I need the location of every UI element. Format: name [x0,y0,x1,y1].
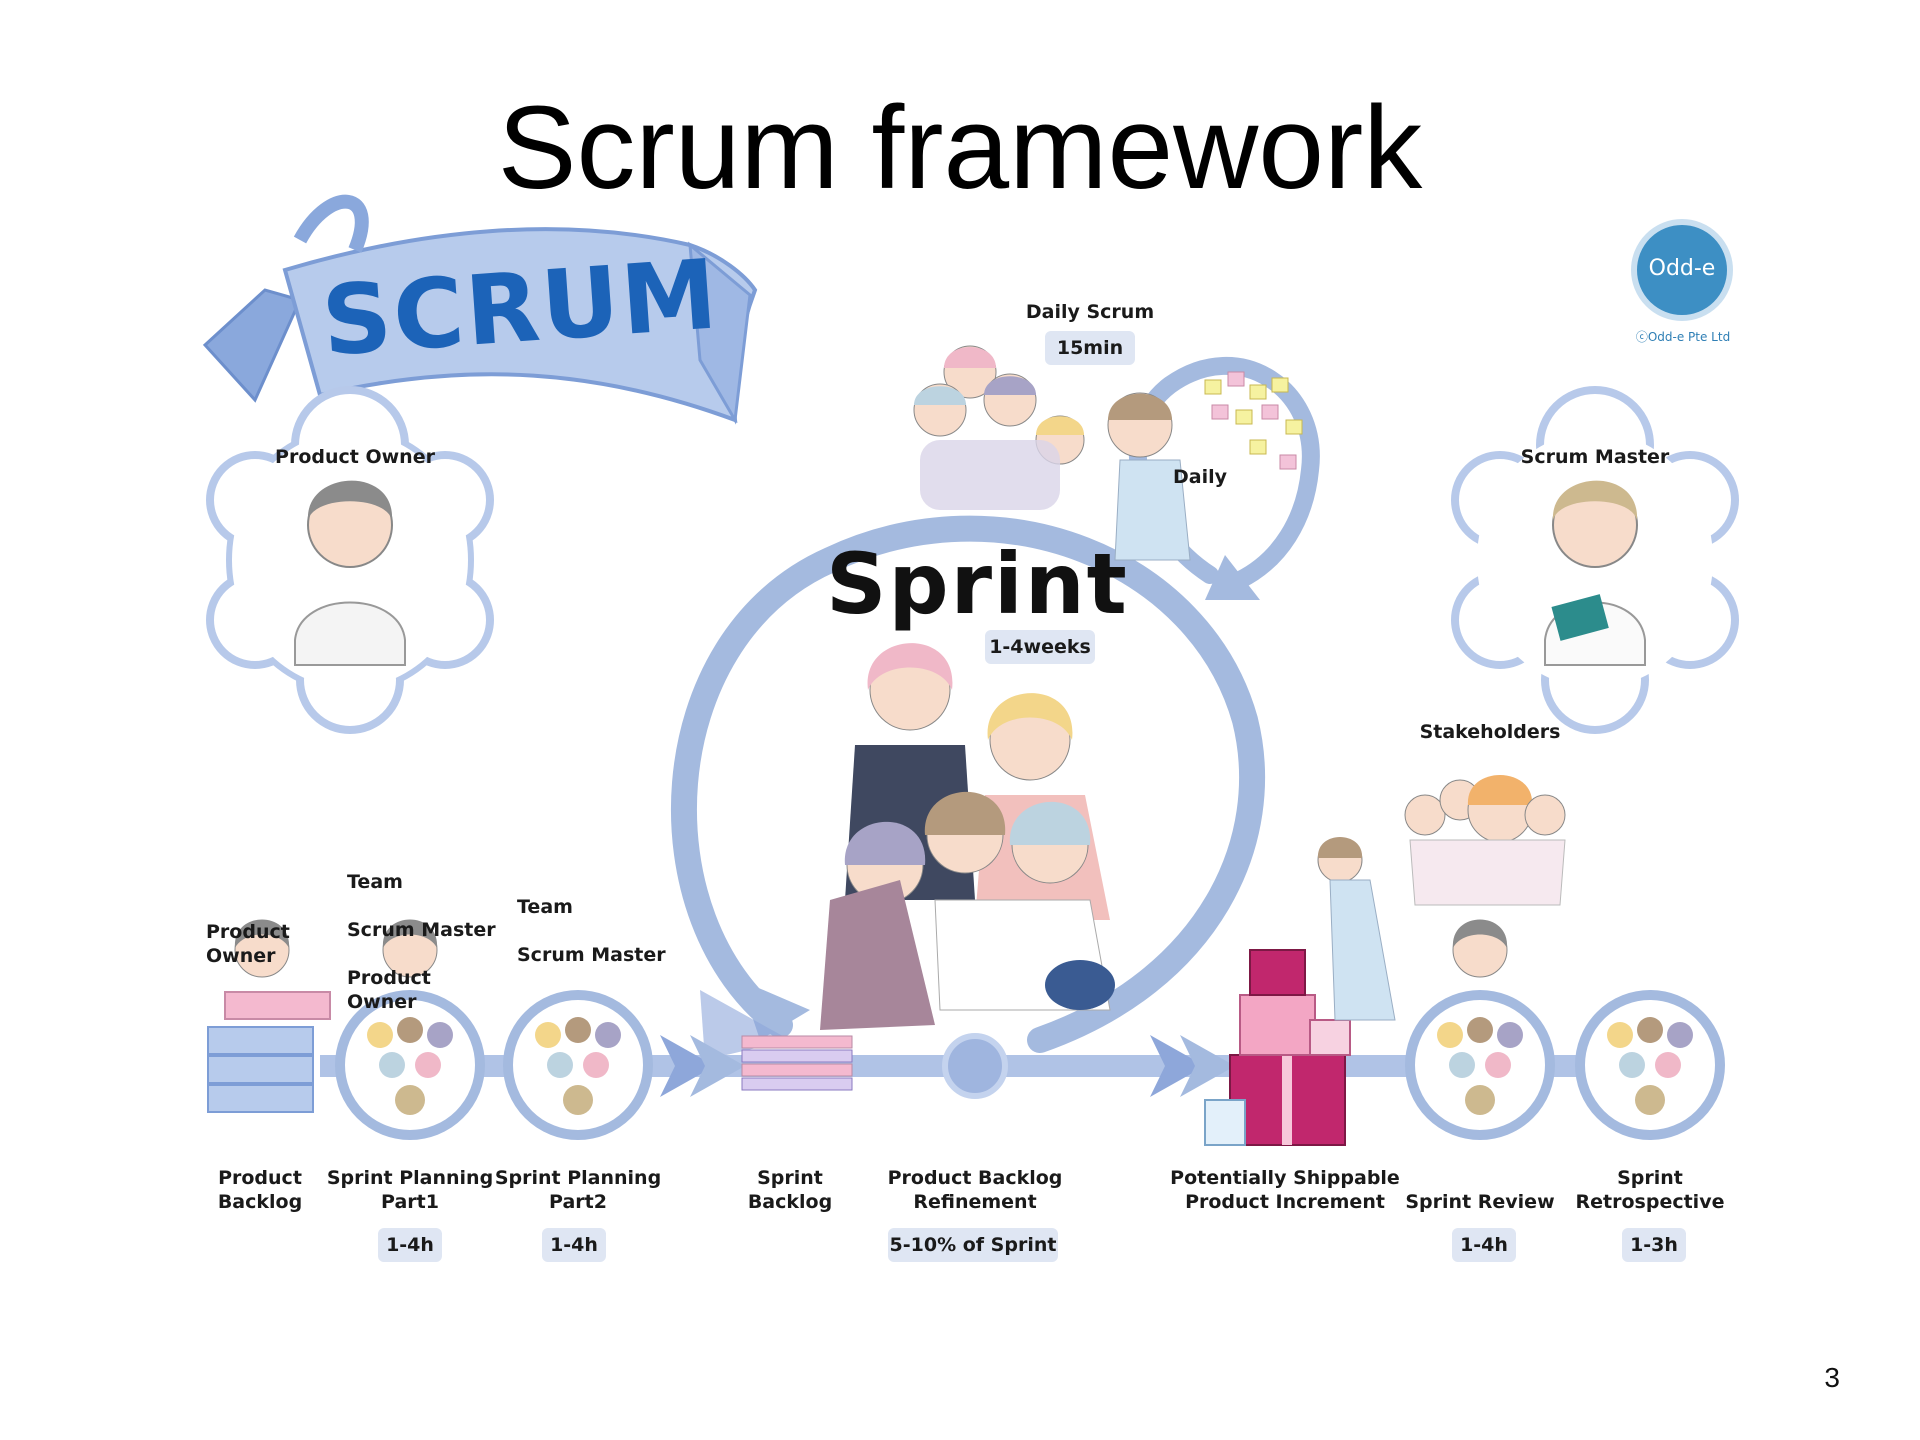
attendee: Product Owner [206,921,290,967]
stage-sprint-backlog: Sprint Backlog [747,1167,833,1213]
sprint-planning-1-attendees: Team Scrum Master Product Owner [347,846,497,1038]
stakeholders-label: Stakeholders [1419,721,1561,743]
attendee: Scrum Master [517,944,666,966]
flow-line [320,1033,1690,1099]
scrum-banner-ribbon [202,194,758,425]
odd-e-logo-icon [1631,219,1733,321]
product-backlog-stack [207,919,331,1113]
scrum-master-cloud [1451,386,1739,734]
product-increment-gifts [1204,837,1396,1146]
page-title: Scrum framework [497,82,1423,214]
duration-sprint-review: 1-4h [1452,1228,1516,1262]
stage-product-increment: Potentially Shippable Product Increment [1170,1167,1400,1213]
stakeholders-group [1404,775,1566,906]
stage-sprint-planning-1: Sprint Planning Part1 [326,1167,494,1213]
stage-product-backlog: Product Backlog [217,1167,303,1213]
duration-sprint-planning-1: 1-4h [378,1228,442,1262]
event-faces [367,919,1693,1115]
page-number: 3 [1824,1362,1840,1393]
sprint-backlog-stack [741,1035,853,1091]
product-owner-cloud [206,386,494,734]
task-board-notes [1204,371,1303,470]
copyright-icon: ⓒ [1635,330,1648,344]
stage-backlog-refinement: Product Backlog Refinement [887,1167,1063,1213]
stage-sprint-planning-2: Sprint Planning Part2 [494,1167,662,1213]
duration-sprint-planning-2: 1-4h [542,1228,606,1262]
daily-scrum-duration: 15min [1045,331,1135,365]
scrum-master-label: Scrum Master [1520,446,1670,468]
attendee: Team [347,871,403,893]
daily-scrum-title: Daily Scrum [1025,301,1155,323]
logo-name: Odd-e [1648,256,1716,281]
attendee: Scrum Master [347,919,496,941]
sprint-duration: 1-4weeks [985,630,1095,664]
daily-loop-label: Daily [1172,466,1227,488]
sprint-planning-2-attendees: Team Scrum Master [517,871,667,991]
product-backlog-attendees: Product Owner [206,896,356,992]
duration-backlog-refinement: 5-10% of Sprint [888,1228,1058,1262]
attendee: Team [517,896,573,918]
stage-sprint-review: Sprint Review [1405,1191,1555,1213]
sprint-title: Sprint [826,535,1129,633]
product-owner-label: Product Owner [275,446,435,468]
daily-scrum-team [913,345,1191,561]
attendee: Product Owner [347,967,431,1013]
duration-sprint-retrospective: 1-3h [1622,1228,1686,1262]
stage-sprint-retrospective: Sprint Retrospective [1575,1167,1725,1213]
logo-copyright: ⓒOdd-e Pte Ltd [1635,330,1731,344]
sprint-team [820,643,1115,1030]
